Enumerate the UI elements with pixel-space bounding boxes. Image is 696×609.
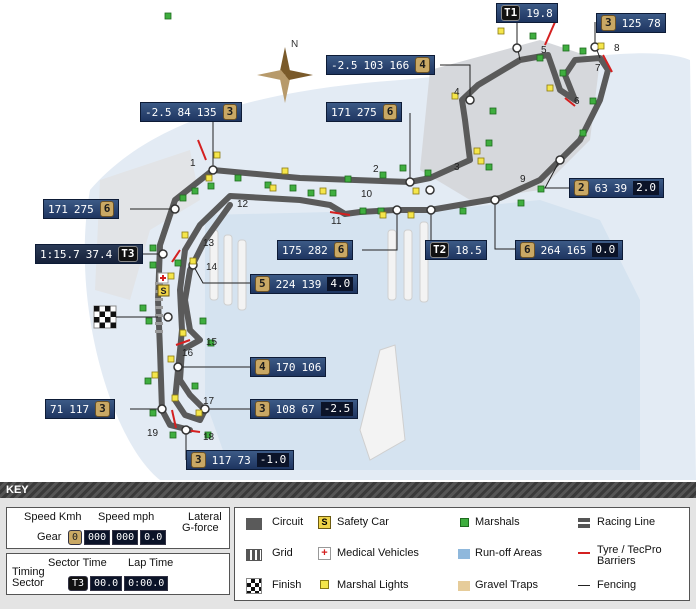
racing-line-icon [578,518,590,528]
key-gravel-label: Gravel Traps [475,579,538,591]
circuit-icon [246,518,262,530]
tyre-barriers [171,21,613,433]
turn-15-label: 15 [206,337,218,348]
key-timing-sample: T3 00.0 0:00.0 [68,576,169,591]
callout-turn-18: 3 117 73 -1.0 [186,450,295,470]
key-lateral-label: Lateral [188,511,222,523]
key-marshal-lights-label: Marshal Lights [337,579,409,591]
svg-text:S: S [161,286,167,296]
callout-turn-6: 2 63 39 2.0 [569,178,664,198]
key-finish-label: Finish [272,579,302,591]
circuit-track [172,52,611,423]
key-lap-time-label: Lap Time [128,557,174,569]
key-speed-mph-label: Speed mph [98,511,155,523]
callout-turn-11: 175 282 6 [277,240,354,260]
callout-turn-3: 171 275 6 [326,102,403,122]
callout-turn-8: 3 125 78 [596,13,666,33]
key-speed-kmh-label: Speed Kmh [24,511,82,523]
turn-11-label: 11 [331,216,342,227]
key-header-bar [0,482,696,498]
turn-13-label: 13 [203,238,215,249]
marshal-light-icon [320,580,329,589]
key-gear-label: Gear [37,531,62,543]
callout-t1: T1 19.8 [496,3,558,23]
safety-car-icon: S [318,516,331,529]
turn-9-label: 9 [520,174,526,185]
key-safety-car-label: Safety Car [337,516,389,528]
finish-flag [93,305,117,329]
key-medical-label: Medical Vehicles [337,547,419,559]
tyre-barrier-icon [578,552,590,554]
key-fencing-label: Fencing [597,579,637,591]
safety-car-marker: S [157,284,170,297]
key-sector-label: Sector [12,577,44,589]
key-tyre-label-2: Barriers [597,555,636,567]
medical-vehicle-marker [157,272,169,284]
key-speed-sample: 0 000 000 0.0 [68,530,167,545]
turn-18-label: 18 [203,432,215,443]
key-racing-line-label: Racing Line [597,516,656,528]
key-marshals-label: Marshals [475,516,520,528]
runoff-icon [458,549,470,559]
turn-4-label: 4 [454,87,460,98]
finish-flag-icon [246,578,262,594]
key-grid-label: Grid [272,547,293,559]
callout-turn-14: 5 224 139 4.0 [250,274,359,294]
turn-3-label: 3 [454,162,460,173]
turn-12-label: 12 [237,199,249,210]
key-gforce-label: G-force [182,522,219,534]
marshal-light-posts [151,27,605,417]
callout-turn-1: -2.5 84 135 3 [140,102,243,122]
key-sector-time-label: Sector Time [48,557,107,569]
marshal-icon [460,518,469,527]
turn-7-label: 7 [595,63,601,74]
timing-points [157,42,600,435]
medical-vehicle-icon: + [318,547,331,560]
callout-turn-16: 4 170 106 [250,357,327,377]
compass-rose: N [257,39,313,103]
turn-8-label: 8 [614,43,620,54]
key-circuit-label: Circuit [272,516,304,528]
callout-turn-19: 71 117 3 [45,399,115,419]
compass-north-label: N [291,39,298,50]
key-title: KEY [6,484,29,496]
callout-turn-12: 171 275 6 [43,199,120,219]
callout-lap-time: 1:15.7 37.4 T3 [35,244,143,264]
turn-10-label: 10 [361,189,373,200]
turn-19-label: 19 [147,428,159,439]
circuit-map: N S [84,12,696,480]
turn-14-label: 14 [206,262,218,273]
gravel-icon [458,581,470,591]
fencing-icon [578,585,590,586]
turn-2-label: 2 [373,164,379,175]
grid-icon [246,549,262,561]
turn-16-label: 16 [182,348,194,359]
callout-turn-9: 6 264 165 0.0 [515,240,624,260]
turn-1-label: 1 [190,158,196,169]
marshal-posts [139,12,597,439]
callout-turn-17: 3 108 67 -2.5 [250,399,359,419]
callout-t2: T2 18.5 [425,240,487,260]
key-tyre-label-1: Tyre / TecPro [597,544,662,556]
key-timing-label: Timing [12,566,45,578]
key-runoff-label: Run-off Areas [475,547,543,559]
turn-6-label: 6 [574,96,580,107]
turn-5-label: 5 [541,45,547,56]
callout-turn-4: -2.5 103 166 4 [326,55,435,75]
turn-17-label: 17 [203,396,215,407]
